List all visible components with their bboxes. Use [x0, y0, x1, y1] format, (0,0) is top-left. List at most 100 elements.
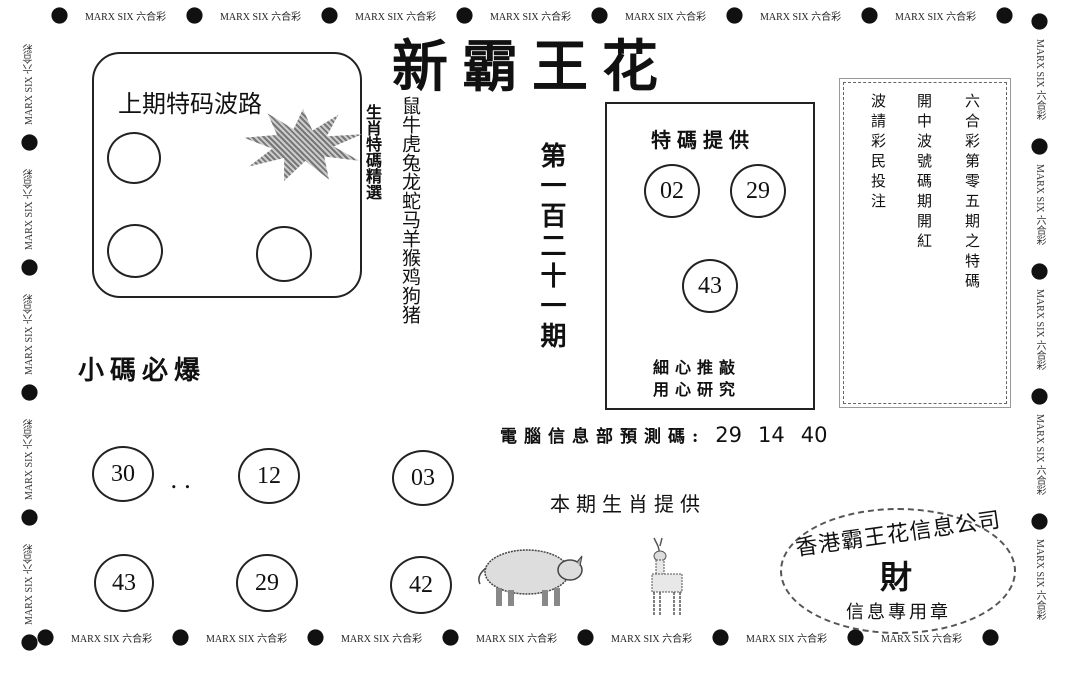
watermark-text: MARX SIX 六合彩 — [24, 418, 35, 500]
watermark-text: MARX SIX 六合彩 — [1034, 539, 1045, 621]
watermark-text: MARX SIX 六合彩 — [490, 12, 572, 23]
last-wave-box: 上期特码波路 — [92, 52, 362, 298]
pig-icon — [478, 549, 583, 606]
special-number-1: 02 — [644, 164, 700, 218]
watermark-text: MARX SIX 六合彩 — [24, 168, 35, 250]
flower-icon — [849, 631, 862, 644]
watermark-text: MARX SIX 六合彩 — [760, 12, 842, 23]
watermark-text: MARX SIX 六合彩 — [220, 12, 302, 23]
wave-circle-1 — [107, 132, 161, 184]
flower-icon — [1033, 390, 1046, 403]
flower-icon — [309, 631, 322, 644]
flower-icon — [728, 9, 741, 22]
flower-icon — [323, 9, 336, 22]
issue-number: 第一百二十一期 — [536, 142, 566, 352]
separator-dots: .. — [170, 466, 198, 494]
notice-col-2: 開中波號碼期開紅 — [915, 93, 933, 253]
flower-icon — [23, 136, 36, 149]
small-code-4: 43 — [94, 554, 154, 612]
watermark-text: MARX SIX 六合彩 — [1034, 39, 1045, 121]
flower-icon — [1033, 515, 1046, 528]
flower-icon — [188, 9, 201, 22]
notice-box: 六合彩第零五期之特碼 開中波號碼期開紅 波請彩民投注 — [839, 78, 1011, 408]
wave-circle-3 — [256, 226, 312, 282]
zodiac-select-label: 生肖特碼精選 — [363, 104, 382, 200]
flower-icon — [444, 631, 457, 644]
flower-icon — [1033, 15, 1046, 28]
watermark-text: MARX SIX 六合彩 — [24, 543, 35, 625]
zodiac-pig: 猪 — [399, 305, 421, 324]
flower-icon — [984, 631, 997, 644]
zodiac-rat: 鼠 — [399, 96, 421, 115]
watermark-text: MARX SIX 六合彩 — [476, 634, 558, 645]
watermark-text: MARX SIX 六合彩 — [895, 12, 977, 23]
special-number-2: 29 — [730, 164, 786, 218]
flower-icon — [863, 9, 876, 22]
computer-prediction: 電腦信息部預測碼: 29 14 40 — [500, 422, 828, 448]
zodiac-tiger: 虎 — [399, 134, 421, 153]
starburst-icon — [244, 109, 362, 181]
zodiac-rabbit: 兔 — [399, 153, 421, 172]
flower-icon — [998, 9, 1011, 22]
watermark-text: MARX SIX 六合彩 — [625, 12, 707, 23]
flower-icon — [593, 9, 606, 22]
special-number-3: 43 — [682, 259, 738, 313]
watermark-text: MARX SIX 六合彩 — [206, 634, 288, 645]
special-box-footer-2: 用心研究 — [653, 380, 742, 399]
flower-icon — [23, 386, 36, 399]
watermark-text: MARX SIX 六合彩 — [355, 12, 437, 23]
prediction-number-2: 14 — [758, 422, 785, 447]
watermark-strip-left: MARX SIX 六合彩 MARX SIX 六合彩 MARX SIX 六合彩 M… — [22, 10, 37, 650]
special-box-title: 特碼提供 — [651, 128, 755, 152]
zodiac-provide-label: 本期生肖提供 — [550, 492, 706, 516]
watermark-strip-right: MARX SIX 六合彩 MARX SIX 六合彩 MARX SIX 六合彩 M… — [1032, 14, 1047, 654]
zodiac-ox: 牛 — [399, 115, 421, 134]
flower-icon — [23, 636, 36, 649]
prediction-number-1: 29 — [715, 422, 743, 447]
prediction-number-3: 40 — [800, 422, 828, 447]
watermark-text: MARX SIX 六合彩 — [746, 634, 828, 645]
watermark-text: MARX SIX 六合彩 — [1034, 289, 1045, 371]
deer-icon — [651, 537, 683, 616]
watermark-text: MARX SIX 六合彩 — [341, 634, 423, 645]
zodiac-snake: 蛇 — [399, 191, 421, 210]
watermark-text: MARX SIX 六合彩 — [71, 634, 153, 645]
watermark-text: MARX SIX 六合彩 — [1034, 414, 1045, 496]
small-code-5: 29 — [236, 554, 298, 612]
zodiac-goat: 羊 — [399, 229, 421, 248]
watermark-strip-top: MARX SIX 六合彩 MARX SIX 六合彩 MARX SIX 六合彩 M… — [52, 8, 1080, 23]
watermark-text: MARX SIX 六合彩 — [24, 293, 35, 375]
watermark-text: MARX SIX 六合彩 — [611, 634, 693, 645]
zodiac-dog: 狗 — [399, 286, 421, 305]
notice-col-1: 六合彩第零五期之特碼 — [963, 93, 981, 293]
special-box-footer-1: 細心推敲 — [653, 358, 742, 377]
flower-icon — [579, 631, 592, 644]
small-code-2: 12 — [238, 448, 300, 504]
zodiac-dragon: 龙 — [399, 172, 421, 191]
stamp-bottom: 信息專用章 — [846, 602, 951, 623]
flower-icon — [458, 9, 471, 22]
stamp-center: 財 — [880, 558, 913, 596]
notice-col-3: 波請彩民投注 — [869, 93, 887, 213]
zodiac-rooster: 鸡 — [399, 267, 421, 286]
wave-circle-2 — [107, 224, 163, 278]
flower-icon — [23, 511, 36, 524]
flower-icon — [23, 261, 36, 274]
zodiac-horse: 马 — [399, 210, 421, 229]
special-code-box: 特碼提供 02 29 43 細心推敲 用心研究 — [605, 102, 815, 410]
small-code-3: 03 — [392, 450, 454, 506]
watermark-text: MARX SIX 六合彩 — [1034, 164, 1045, 246]
small-code-6: 42 — [390, 556, 452, 614]
watermark-text: MARX SIX 六合彩 — [881, 634, 963, 645]
prediction-label: 電腦信息部預測碼: — [500, 427, 706, 447]
flower-icon — [174, 631, 187, 644]
flower-icon — [39, 631, 52, 644]
watermark-strip-bottom: MARX SIX 六合彩 MARX SIX 六合彩 MARX SIX 六合彩 M… — [38, 630, 1080, 645]
flower-icon — [1033, 265, 1046, 278]
page-title: 新霸王花 — [392, 34, 672, 100]
flower-icon — [1033, 140, 1046, 153]
flower-icon — [714, 631, 727, 644]
small-code-1: 30 — [92, 446, 154, 502]
company-stamp: 香港霸王花信息公司 財 信息專用章 — [780, 508, 1016, 634]
zodiac-animal-list: 鼠牛虎兔龙蛇马羊猴鸡狗猪 — [398, 96, 422, 324]
